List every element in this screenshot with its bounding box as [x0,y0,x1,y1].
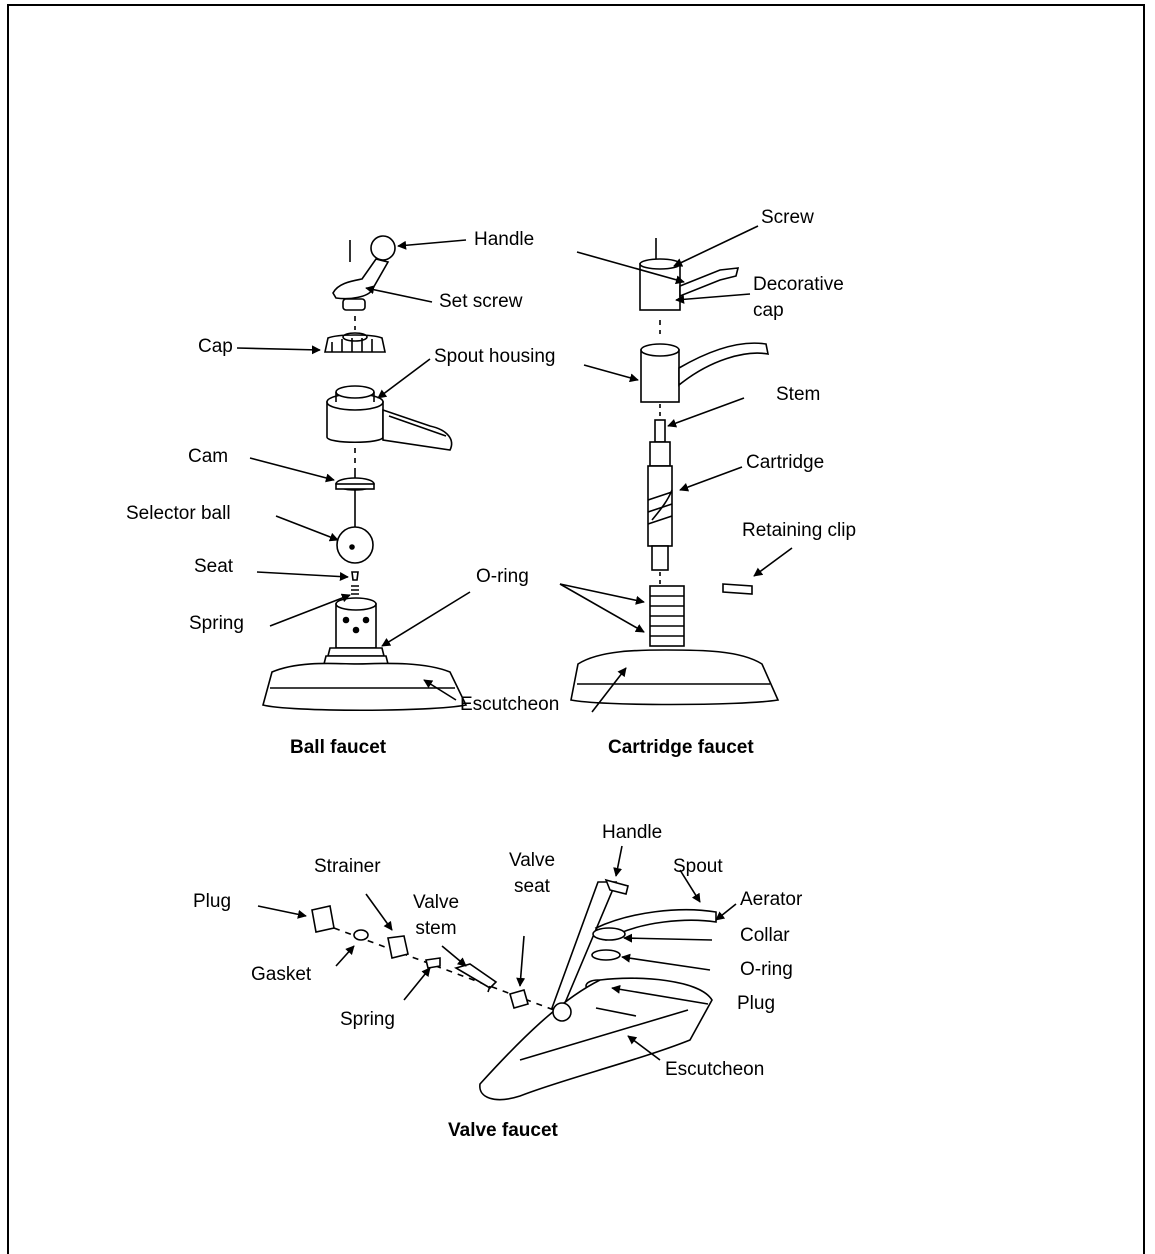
ball-faucet-drawing [263,236,466,710]
label-valve-o-ring: O-ring [740,959,793,981]
label-valve-spring: Spring [340,1009,395,1031]
label-spout: Spout [673,856,723,878]
label-gasket: Gasket [251,964,311,986]
label-set-screw: Set screw [439,291,522,313]
label-stem: Stem [776,384,820,406]
label-retaining-clip: Retaining clip [742,520,856,542]
label-handle: Handle [474,229,534,251]
label-plug-right: Plug [737,993,775,1015]
caption-valve-faucet: Valve faucet [448,1120,558,1142]
caption-cartridge-faucet: Cartridge faucet [608,737,754,759]
label-escutcheon: Escutcheon [460,694,559,716]
label-decorative-cap: cap [753,300,784,322]
label-plug-left: Plug [193,891,231,913]
label-seat: Seat [194,556,233,578]
label-valve-handle: Handle [602,822,662,844]
label-decorative: Decorative [753,274,844,296]
label-screw: Screw [761,207,814,229]
label-cap: Cap [198,336,233,358]
label-spout-housing: Spout housing [434,346,556,368]
label-valve-stem-line1: Valve [404,892,468,914]
label-cam: Cam [188,446,228,468]
valve-faucet-drawing [312,880,716,1100]
label-o-ring: O-ring [476,566,529,588]
label-strainer: Strainer [314,856,381,878]
label-valve-seat-line2: seat [500,876,564,898]
caption-ball-faucet: Ball faucet [290,737,386,759]
label-valve-escutcheon: Escutcheon [665,1059,764,1081]
label-selector-ball: Selector ball [126,503,231,525]
label-cartridge: Cartridge [746,452,824,474]
label-valve-seat-line1: Valve [500,850,564,872]
label-valve-stem-line2: stem [404,918,468,940]
label-collar: Collar [740,925,790,947]
label-spring: Spring [189,613,244,635]
label-aerator: Aerator [740,889,802,911]
